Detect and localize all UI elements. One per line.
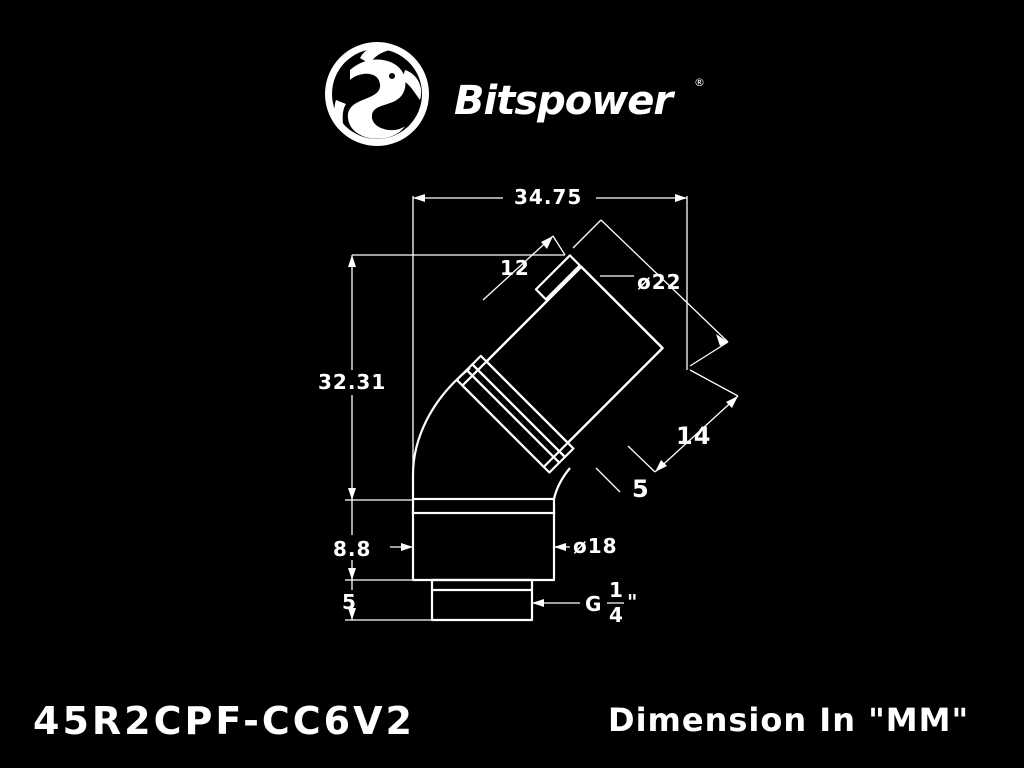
grip-lip bbox=[534, 254, 581, 301]
base-collar bbox=[411, 497, 556, 515]
rotary-head bbox=[455, 254, 664, 474]
brand-name: Bitspower bbox=[454, 78, 675, 124]
thread-denominator: 4 bbox=[609, 603, 624, 627]
dim-base-height: 8.8 bbox=[333, 537, 371, 561]
dragon-emblem-icon bbox=[325, 42, 429, 146]
thread-section bbox=[430, 578, 534, 622]
dim-overall-height: 32.31 bbox=[318, 370, 386, 394]
dim-rotary-length: 14 bbox=[676, 422, 711, 450]
thread-numerator: 1 bbox=[609, 578, 624, 602]
model-number: 45R2CPF-CC6V2 bbox=[33, 699, 415, 743]
dim-thread-length: 5 bbox=[342, 590, 357, 614]
bend-outer bbox=[411, 367, 471, 499]
units-note: Dimension In "MM" bbox=[608, 701, 969, 739]
dim-ring-width: 5 bbox=[632, 475, 650, 503]
dim-overall-width: 34.75 bbox=[514, 185, 582, 209]
dim-base-diameter: ø18 bbox=[573, 534, 618, 558]
bend-inner bbox=[552, 467, 571, 500]
thread-prefix: G bbox=[585, 592, 602, 616]
dim-grip-length: 12 bbox=[500, 256, 530, 280]
rotary-ring-2 bbox=[465, 363, 567, 464]
base-body bbox=[411, 508, 556, 582]
rotary-ring-3 bbox=[471, 354, 575, 459]
rotary-ring-1 bbox=[455, 368, 561, 474]
dim-outer-diameter: ø22 bbox=[637, 270, 682, 294]
grip-body bbox=[485, 265, 664, 444]
registered-mark: ® bbox=[694, 76, 705, 89]
fitting-outline bbox=[411, 254, 664, 622]
thread-suffix: " bbox=[627, 590, 638, 614]
thread-spec: G 1 4 " bbox=[585, 578, 638, 627]
dimension-lines bbox=[345, 194, 739, 621]
